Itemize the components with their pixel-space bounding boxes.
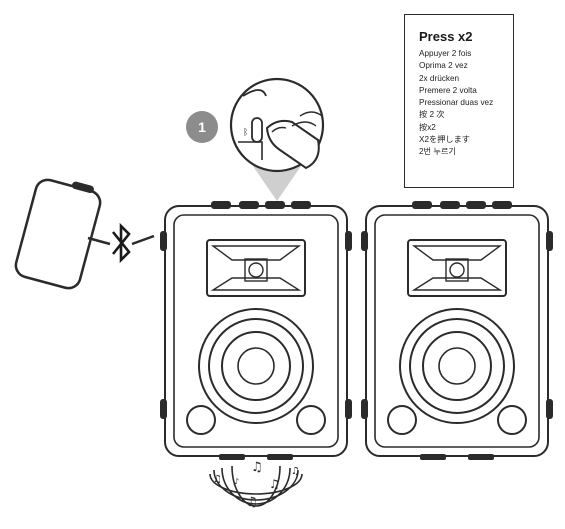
instruction-line: 按 2 次	[419, 110, 445, 120]
button-zoom-inset: ᛒ	[229, 77, 325, 173]
smartphone-icon	[14, 178, 102, 290]
instruction-line: 2번 누르기	[419, 147, 456, 157]
zoom-pointer	[253, 166, 301, 201]
svg-text:♫: ♫	[291, 466, 300, 477]
svg-text:ᛒ: ᛒ	[243, 127, 248, 138]
instruction-translations: Appuyer 2 fois Oprima 2 vez 2x drücken P…	[419, 48, 493, 159]
svg-text:♫: ♫	[213, 474, 222, 485]
music-note-icon: ♫ ♫ ♪ ♫ ♫ ♫	[213, 460, 300, 510]
svg-text:♫: ♫	[251, 460, 263, 475]
instruction-card: Press x2 Appuyer 2 fois Oprima 2 vez 2x …	[404, 14, 514, 188]
instruction-line: Premere 2 volta	[419, 85, 477, 95]
bluetooth-link	[87, 234, 155, 246]
speaker-left	[160, 201, 352, 460]
instruction-line: X2を押します	[419, 135, 470, 145]
svg-text:♫: ♫	[269, 477, 280, 491]
step-number-badge: 1	[186, 111, 218, 143]
svg-text:♫: ♫	[246, 495, 258, 510]
sound-waves	[209, 465, 303, 507]
instruction-line: Oprima 2 vez	[419, 61, 468, 71]
svg-text:♪: ♪	[234, 477, 239, 486]
speaker-right	[361, 201, 553, 460]
bluetooth-icon	[111, 222, 131, 264]
instruction-title: Press x2	[419, 29, 473, 44]
bluetooth-button-icon: ᛒ	[243, 117, 263, 143]
instruction-line: 2x drücken	[419, 73, 460, 83]
instruction-line: Appuyer 2 fois	[419, 49, 472, 58]
instruction-line: 按x2	[419, 122, 436, 132]
instruction-line: Pressionar duas vez	[419, 98, 494, 108]
